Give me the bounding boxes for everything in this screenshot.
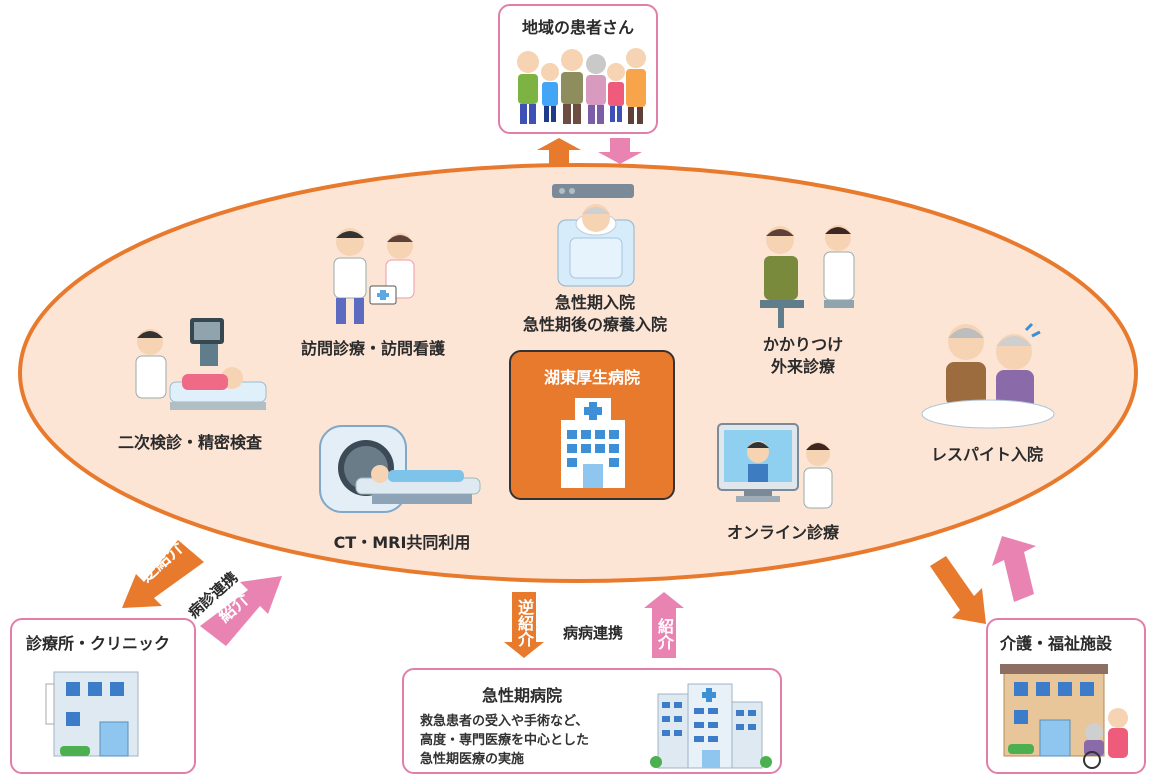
acute-hospital-box: 急性期病院 救急患者の受入や手術など、 高度・専門医療を中心とした 急性期医療の…: [402, 668, 782, 774]
ct-mri-label: CT・MRI共同利用: [333, 533, 471, 552]
acute-hospital-building-icon: [650, 683, 772, 769]
family-outpatient-label-1: かかりつけ: [762, 335, 844, 354]
referral-acute-text: 紹介: [655, 618, 674, 650]
online-consultation-illustration: [717, 423, 833, 509]
center-hospital-name: 湖東厚生病院: [543, 368, 640, 387]
respite-label: レスパイト入院: [930, 445, 1043, 464]
family-outpatient-label-2: 外来診療: [770, 357, 835, 376]
home-visit-label: 訪問診療・訪問看護: [300, 339, 445, 358]
acute-hospital-desc-3: 急性期医療の実施: [420, 752, 525, 767]
care-facility-illustration: [1000, 664, 1128, 769]
reverse-referral-acute-text: 逆紹介: [515, 599, 534, 647]
referral-arrow-clinic: [200, 576, 282, 646]
family-outpatient-illustration: [760, 225, 855, 328]
reverse-referral-arrow-clinic: [122, 540, 204, 608]
acute-hospital-description: 救急患者の受入や手術など、 高度・専門医療を中心とした 急性期医療の実施: [420, 712, 589, 769]
secondary-exam-label: 二次検診・精密検査: [117, 433, 262, 452]
arrow-up-orange: [537, 138, 581, 164]
acute-hospital-desc-2: 高度・専門医療を中心とした: [420, 733, 590, 748]
ct-mri-illustration: [319, 425, 481, 513]
acute-hospital-desc-1: 救急患者の受入や手術など、: [420, 714, 589, 729]
secondary-exam-illustration: [135, 318, 267, 410]
clinic-box: 診療所・クリニック: [10, 618, 196, 774]
acute-inpatient-illustration: [552, 184, 635, 287]
pink-arrow-from-care: [992, 536, 1036, 602]
center-hospital-box: 湖東厚生病院: [509, 350, 675, 500]
clinic-title: 診療所・クリニック: [26, 634, 171, 653]
orange-arrow-to-care: [930, 556, 986, 624]
home-visit-illustration: [333, 228, 415, 324]
hospital-hospital-link-label: 病病連携: [562, 624, 623, 642]
acute-inpatient-label-1: 急性期入院: [554, 293, 635, 312]
arrow-down-pink: [598, 138, 642, 164]
acute-hospital-title: 急性期病院: [482, 686, 563, 705]
care-facility-title: 介護・福祉施設: [1000, 634, 1113, 653]
patients-group-illustration: [517, 48, 646, 124]
community-patients-box: 地域の患者さん: [498, 4, 658, 134]
community-patients-title: 地域の患者さん: [521, 18, 634, 37]
respite-illustration: [921, 322, 1055, 429]
care-facility-box: 介護・福祉施設: [986, 618, 1146, 774]
clinic-building-icon: [45, 671, 139, 757]
hospital-building-icon: [561, 398, 625, 488]
referral-arrow-acute: [644, 592, 684, 658]
acute-inpatient-label-2: 急性期後の療養入院: [522, 315, 667, 334]
online-consultation-label: オンライン診療: [726, 523, 839, 542]
reverse-referral-arrow-acute: [504, 592, 544, 658]
